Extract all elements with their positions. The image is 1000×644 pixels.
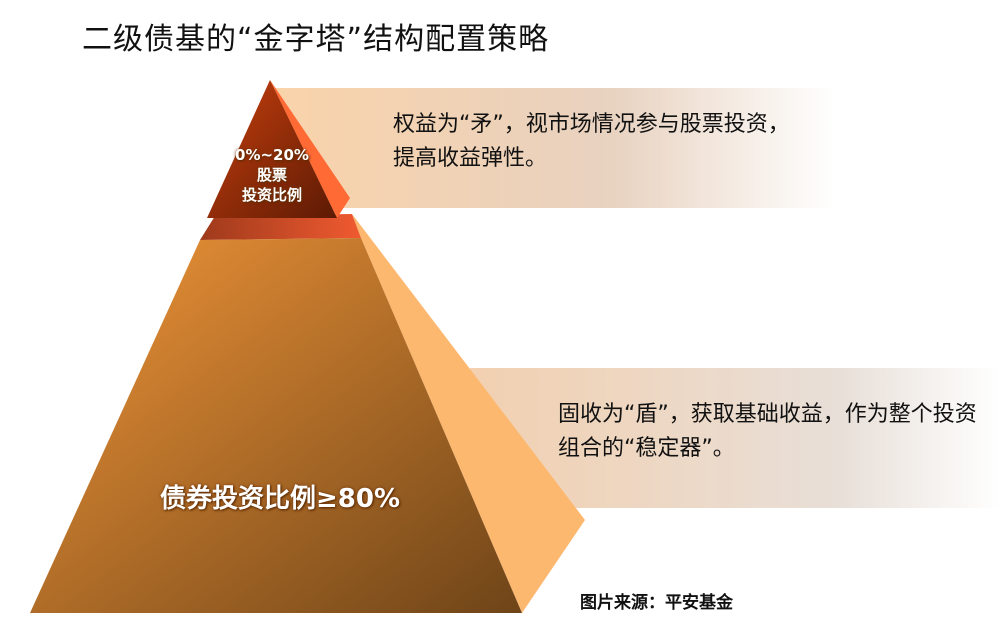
top-description-band bbox=[275, 88, 835, 208]
image-source: 图片来源：平安基金 bbox=[580, 593, 733, 613]
bottom-tier-front bbox=[30, 238, 522, 613]
top-tier-label: 0%~20% 股票 投资比例 bbox=[212, 145, 332, 205]
top-tier-side bbox=[270, 80, 350, 218]
bottom-tier-side bbox=[352, 214, 585, 613]
stock-ratio: 0%~20% bbox=[235, 146, 309, 164]
top-tier-front bbox=[207, 80, 337, 218]
bottom-tier-label: 债券投资比例≥80% bbox=[159, 484, 401, 514]
bottom-tier-top bbox=[200, 214, 361, 240]
stock-label: 股票 bbox=[256, 166, 287, 184]
bottom-tier-description: 固收为“盾”，获取基础收益，作为整个投资组合的“稳定器”。 bbox=[558, 402, 977, 461]
page-title: 二级债基的“金字塔”结构配置策略 bbox=[82, 22, 550, 57]
bottom-description-band bbox=[470, 368, 1000, 508]
stock-ratio-caption: 投资比例 bbox=[241, 186, 302, 204]
top-tier-description: 权益为“矛”，视市场情况参与股票投资，提高收益弹性。 bbox=[393, 112, 790, 171]
